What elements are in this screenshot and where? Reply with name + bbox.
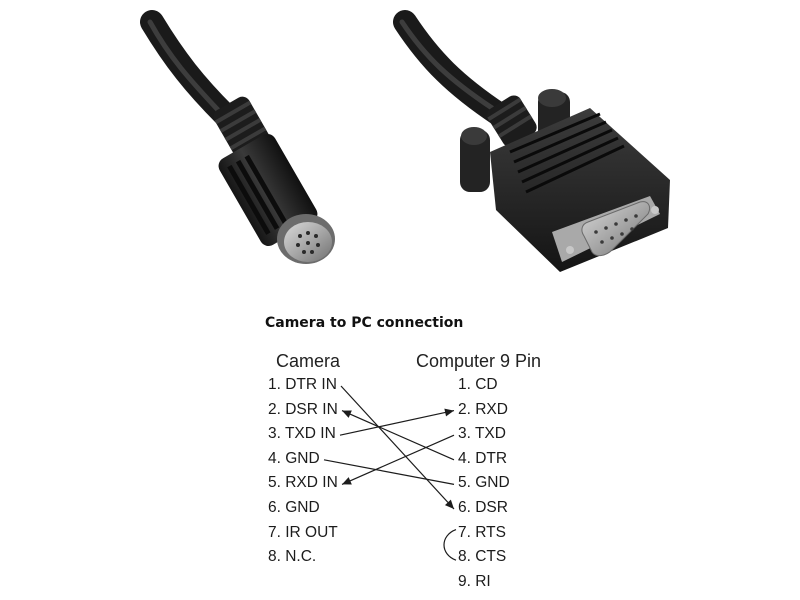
connection-wire [341,434,455,485]
computer-pin: 1. CD [458,376,498,393]
mini-din-connector [140,10,335,264]
connection-wire [323,459,455,485]
wire-arrowhead [444,408,454,417]
camera-pin: 3. TXD IN [268,425,336,443]
loopback-wire [443,529,457,561]
computer-column-header: Computer 9 Pin [416,351,542,371]
computer-pin: 8. CTS [458,548,507,566]
camera-pin: 1. DTR IN [268,376,337,393]
camera-pin: 7. IR OUT [268,523,338,541]
camera-pin: 8. N.C. [268,548,317,566]
wire-arrowhead [342,410,352,418]
db9-connector [393,10,670,272]
connection-wire [341,410,455,461]
computer-pin: 3. TXD [458,425,506,443]
diagram-title: Camera to PC connection [265,315,464,331]
computer-pin: 6. DSR [458,499,508,516]
computer-pin: 5. GND [458,474,510,492]
computer-pin: 9. RI [458,572,491,590]
computer-pin: 4. DTR [458,449,508,467]
camera-pin: 4. GND [268,449,320,467]
camera-column-header: Camera [276,351,341,371]
cable-photo [140,10,670,272]
computer-pin: 2. RXD [458,400,508,418]
connection-wire [340,385,455,510]
wire-arrowhead [342,477,352,485]
camera-pin: 6. GND [268,499,320,516]
wire-arrowhead [444,499,454,509]
camera-pin: 5. RXD IN [268,474,338,492]
camera-pin: 2. DSR IN [268,400,338,418]
connection-wire [339,410,455,436]
computer-pin: 7. RTS [458,523,506,541]
